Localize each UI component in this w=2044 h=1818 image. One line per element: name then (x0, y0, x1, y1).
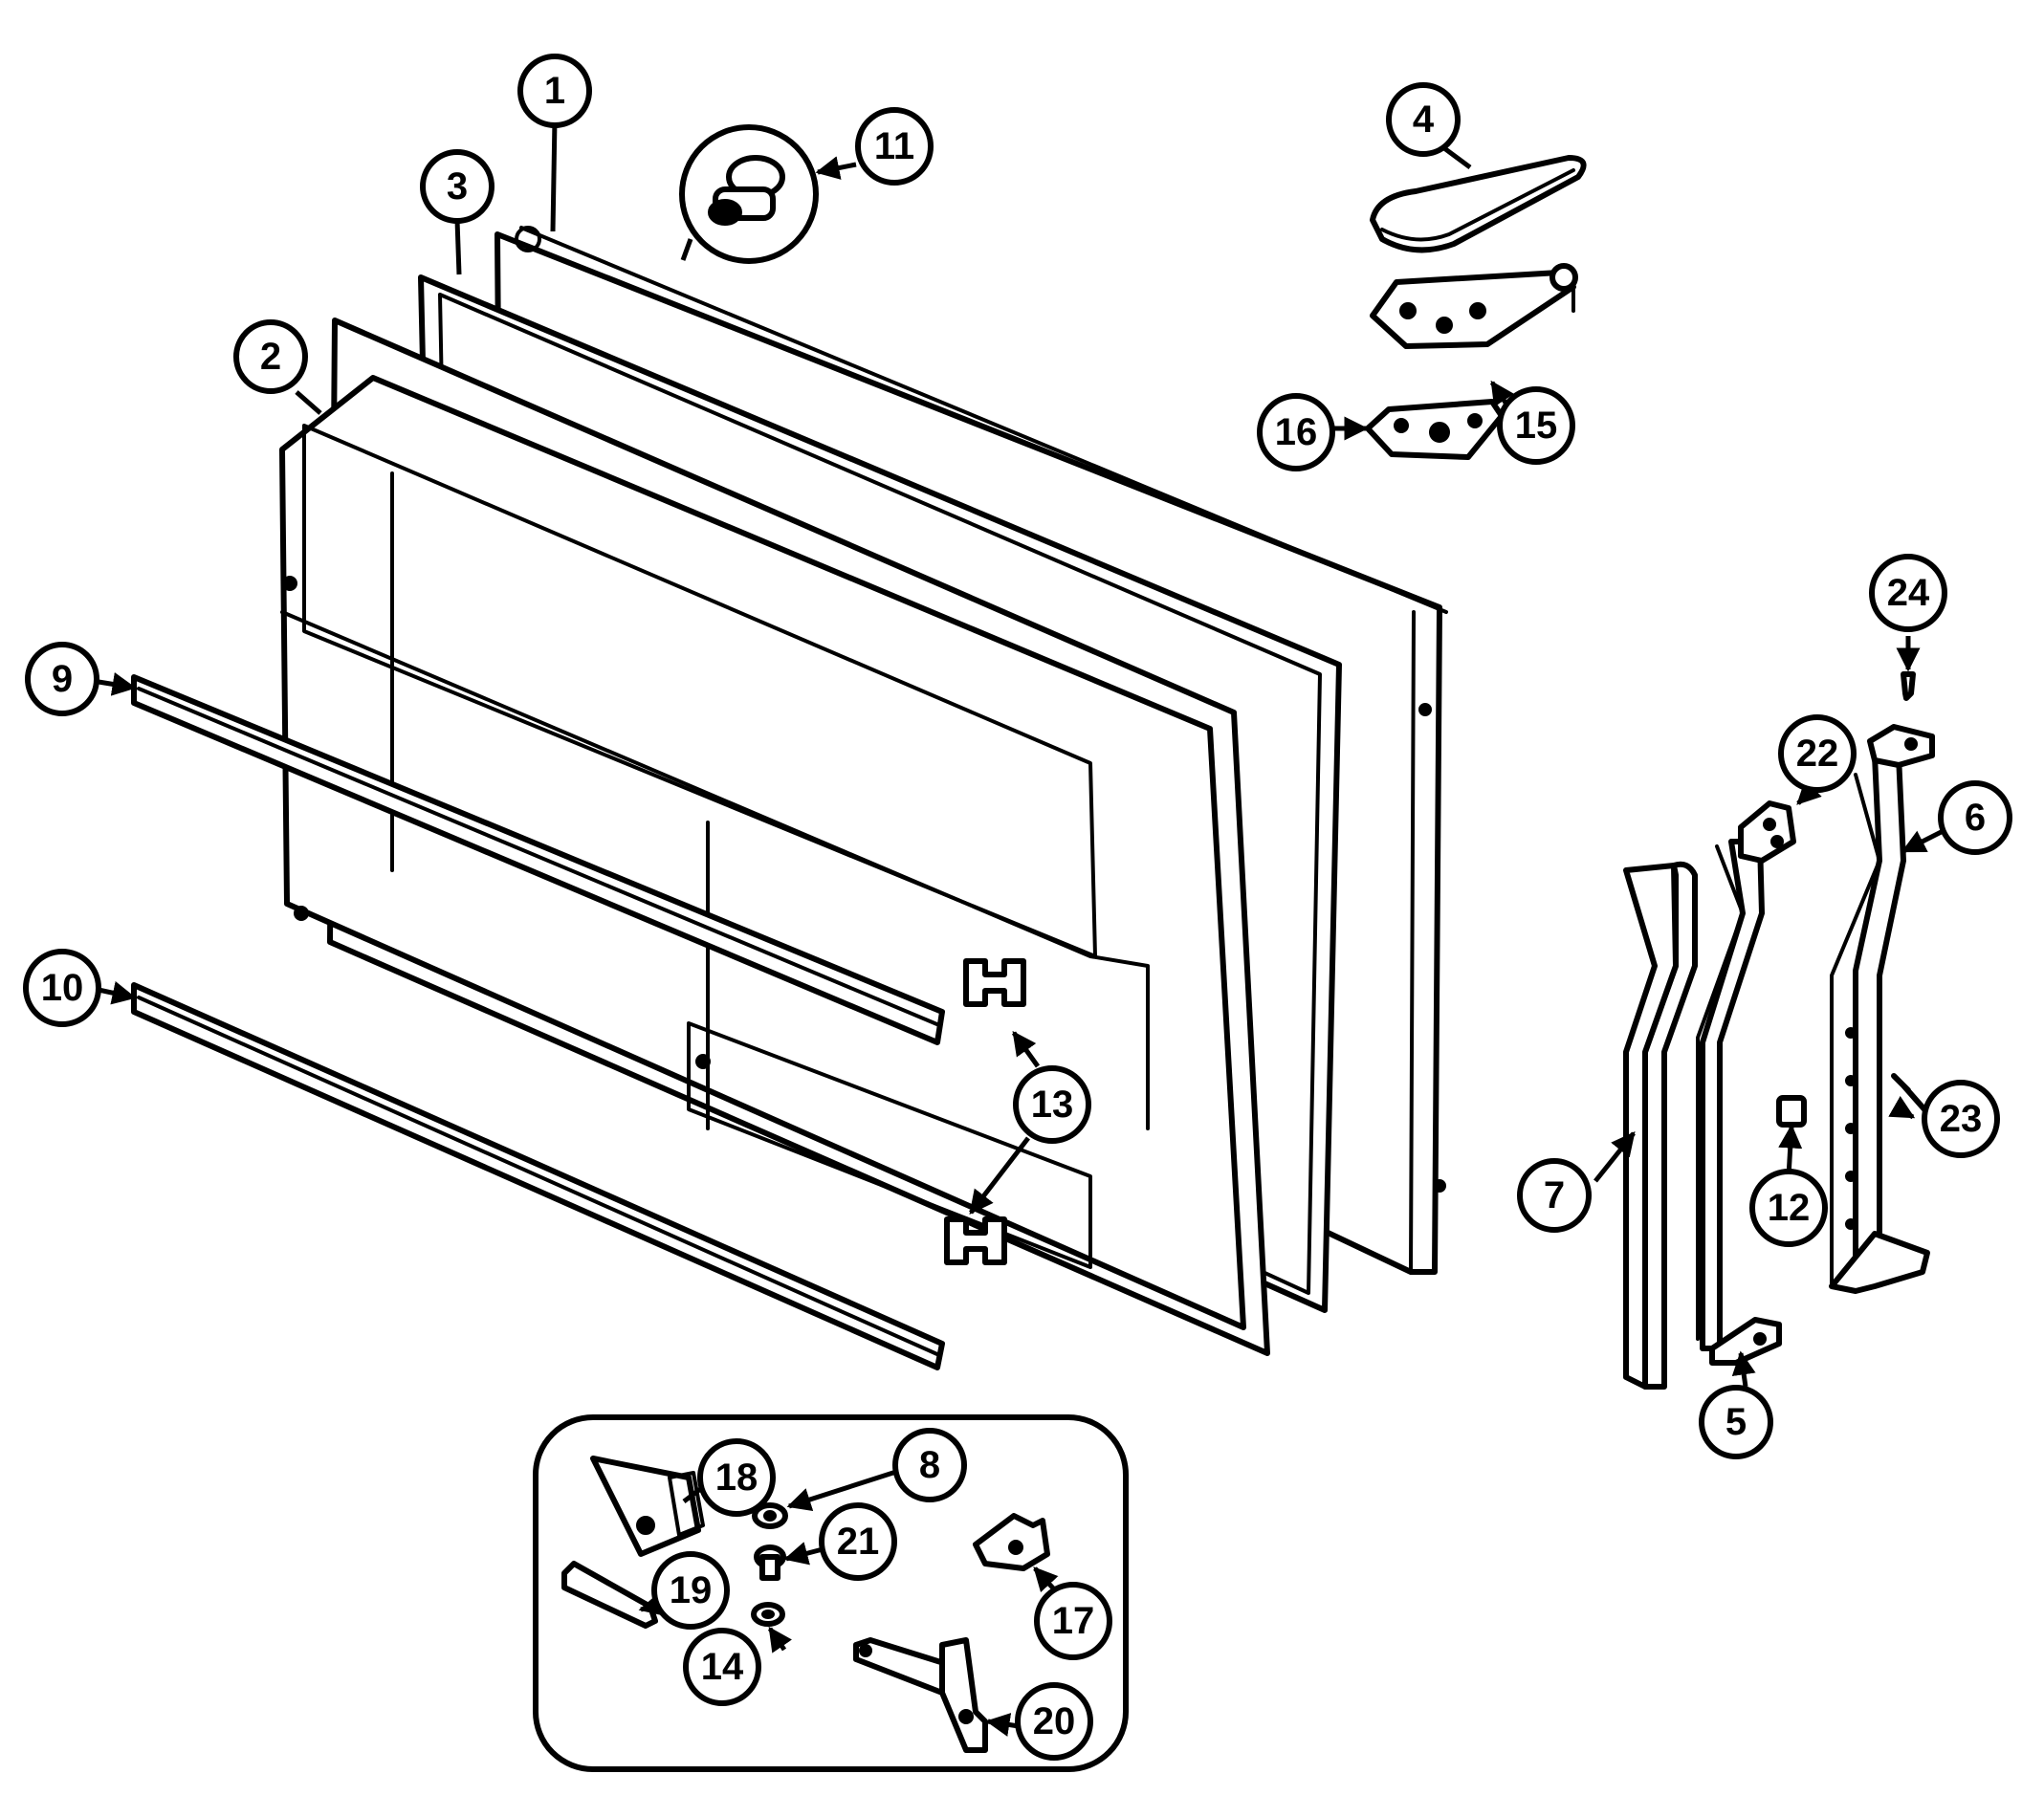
part-19-bar (561, 1561, 658, 1629)
part-16-hinge-shim (1365, 399, 1505, 460)
part-11-button (679, 124, 819, 264)
svg-text:9: 9 (52, 658, 73, 700)
part-17-bracket (973, 1513, 1050, 1571)
part-4-hinge-cover (1370, 155, 1587, 253)
part-14-washer (751, 1602, 785, 1627)
svg-text:5: 5 (1725, 1401, 1747, 1443)
part-8-washer (752, 1502, 788, 1529)
callout-6: 6 (1938, 780, 2012, 855)
callout-7: 7 (1517, 1158, 1592, 1233)
svg-text:22: 22 (1796, 733, 1839, 775)
part-15-hinge (1370, 263, 1578, 349)
callout-13: 13 (1013, 1065, 1091, 1144)
part-18-bracket (590, 1456, 705, 1557)
callout-1: 1 (517, 54, 592, 128)
callout-23: 23 (1922, 1080, 2000, 1158)
callout-3: 3 (420, 149, 495, 224)
svg-text:8: 8 (919, 1444, 940, 1486)
svg-text:15: 15 (1515, 405, 1558, 447)
hardware-inset (533, 1414, 1129, 1772)
part-6-handle (1829, 724, 1935, 1294)
svg-text:11: 11 (874, 125, 914, 167)
svg-text:13: 13 (1031, 1084, 1074, 1126)
svg-text:24: 24 (1887, 572, 1930, 614)
callout-4: 4 (1386, 82, 1461, 157)
svg-text:10: 10 (41, 967, 84, 1009)
callout-10: 10 (23, 949, 101, 1027)
svg-text:7: 7 (1544, 1174, 1565, 1216)
callout-21: 21 (819, 1502, 897, 1581)
svg-text:1: 1 (544, 70, 565, 112)
svg-text:21: 21 (837, 1521, 880, 1563)
part-13-clips (944, 958, 1026, 1265)
part-23-screw (1891, 1073, 1927, 1112)
svg-text:6: 6 (1965, 797, 1986, 839)
svg-text:17: 17 (1052, 1600, 1095, 1642)
callout-15: 15 (1497, 386, 1575, 465)
callout-20: 20 (1015, 1682, 1093, 1761)
svg-text:18: 18 (715, 1457, 758, 1499)
callout-16: 16 (1257, 393, 1335, 471)
part-21-stud (754, 1544, 786, 1581)
callout-22: 22 (1778, 714, 1857, 793)
callout-19: 19 (651, 1551, 730, 1630)
svg-text:3: 3 (447, 165, 468, 208)
callout-8: 8 (892, 1428, 967, 1502)
svg-text:23: 23 (1940, 1098, 1983, 1140)
callout-17: 17 (1034, 1582, 1112, 1660)
callout-11: 11 (855, 107, 934, 186)
svg-text:2: 2 (260, 336, 281, 378)
callout-5: 5 (1699, 1385, 1773, 1459)
part-12-clip (1776, 1095, 1807, 1128)
callout-18: 18 (697, 1438, 776, 1517)
callout-12: 12 (1749, 1169, 1828, 1247)
part-7-handle-trim (1623, 861, 1698, 1390)
svg-text:12: 12 (1768, 1187, 1811, 1229)
svg-text:14: 14 (701, 1646, 744, 1688)
part-20-latch (853, 1637, 988, 1753)
callout-2: 2 (233, 319, 308, 394)
svg-text:16: 16 (1275, 411, 1318, 453)
svg-text:19: 19 (670, 1569, 713, 1611)
callout-9: 9 (25, 642, 99, 716)
part-5-handle-bracket (1696, 800, 1796, 1366)
svg-text:4: 4 (1413, 99, 1435, 141)
part-24-screw (1901, 671, 1916, 701)
svg-text:20: 20 (1033, 1700, 1076, 1742)
callout-24: 24 (1869, 554, 1947, 632)
callout-14: 14 (683, 1628, 761, 1706)
